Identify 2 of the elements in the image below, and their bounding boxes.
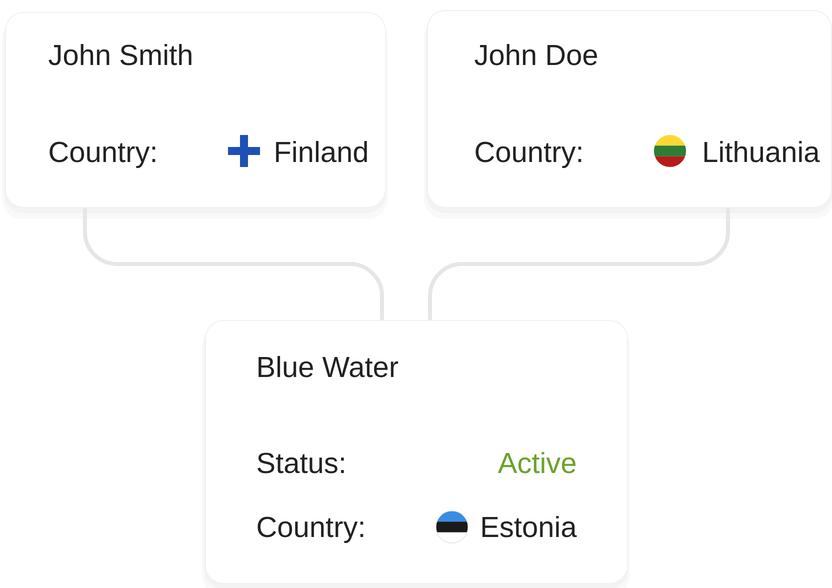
connector: [83, 208, 384, 320]
connector: [428, 208, 730, 320]
